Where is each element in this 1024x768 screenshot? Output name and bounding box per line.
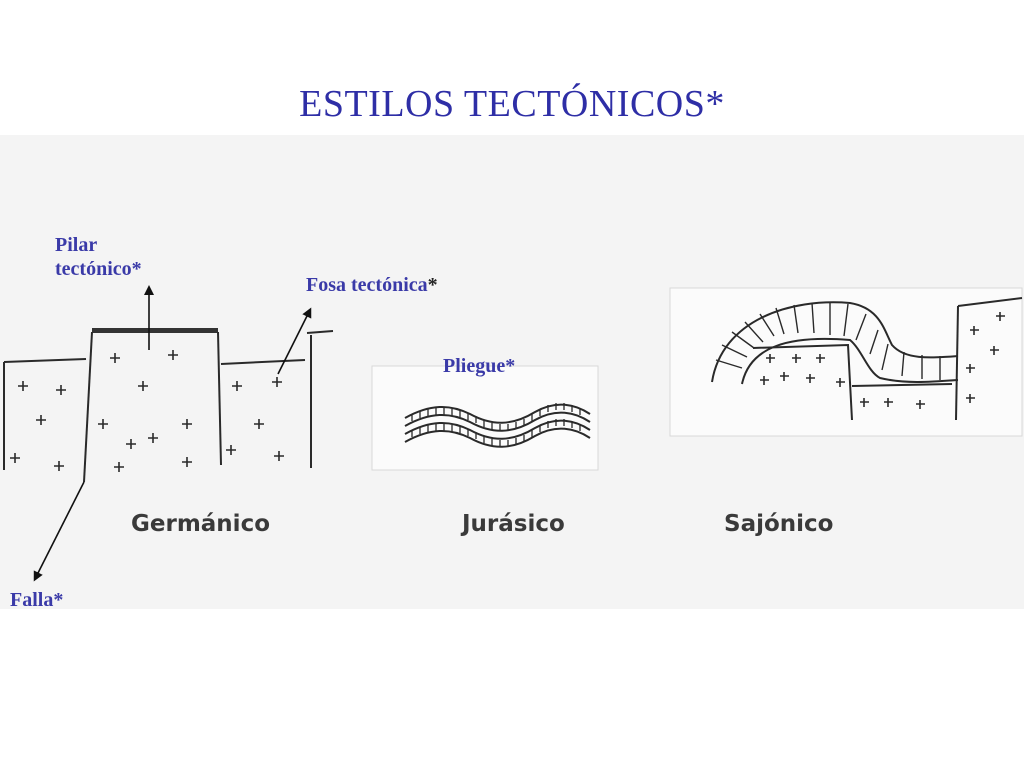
jurasico-fold-ticks <box>411 403 581 447</box>
jurasico-scan-box <box>371 365 599 471</box>
sajonico-fold-ticks <box>715 302 941 380</box>
slide-title: ESTILOS TECTÓNICOS* <box>299 83 725 125</box>
fault-line-left <box>83 331 93 483</box>
caption-jurasico: Jurásico <box>462 511 565 537</box>
sajonico-sketch <box>669 287 1023 437</box>
caption-sajonico: Sajónico <box>724 511 834 537</box>
label-pliegue: Pliegue* <box>443 355 516 377</box>
germanico-right-block <box>220 359 306 365</box>
fosa-arrow <box>277 307 312 375</box>
jurasico-sketch <box>371 365 599 471</box>
sajonico-lower-block <box>851 383 953 387</box>
germanico-sketch <box>3 328 334 483</box>
sajonico-fold-inner <box>741 337 959 385</box>
jurasico-folds <box>404 403 591 448</box>
falla-arrow <box>33 481 85 582</box>
label-pilar-line2: tectónico* <box>55 258 142 280</box>
label-fosa-star: * <box>427 274 438 296</box>
sajonico-right-block <box>957 297 1023 307</box>
caption-germanico: Germánico <box>131 511 270 537</box>
label-pilar-tectonico: Pilar tectónico* <box>55 233 142 281</box>
germanico-horst-top-layer <box>92 328 218 333</box>
germanico-left-block <box>3 358 87 363</box>
fault-line-right <box>217 331 222 466</box>
label-fosa-tectonica: Fosa tectónica* <box>306 273 438 297</box>
sajonico-left-block <box>752 343 853 421</box>
label-falla: Falla* <box>10 589 64 611</box>
label-pilar-line1: Pilar <box>55 234 98 256</box>
sajonico-crosses <box>760 312 1005 409</box>
label-fosa-text: Fosa tectónica <box>306 274 428 296</box>
sajonico-fold-outer <box>711 301 959 383</box>
sajonico-scan-box <box>669 287 1023 437</box>
germanico-crosses <box>10 350 284 472</box>
